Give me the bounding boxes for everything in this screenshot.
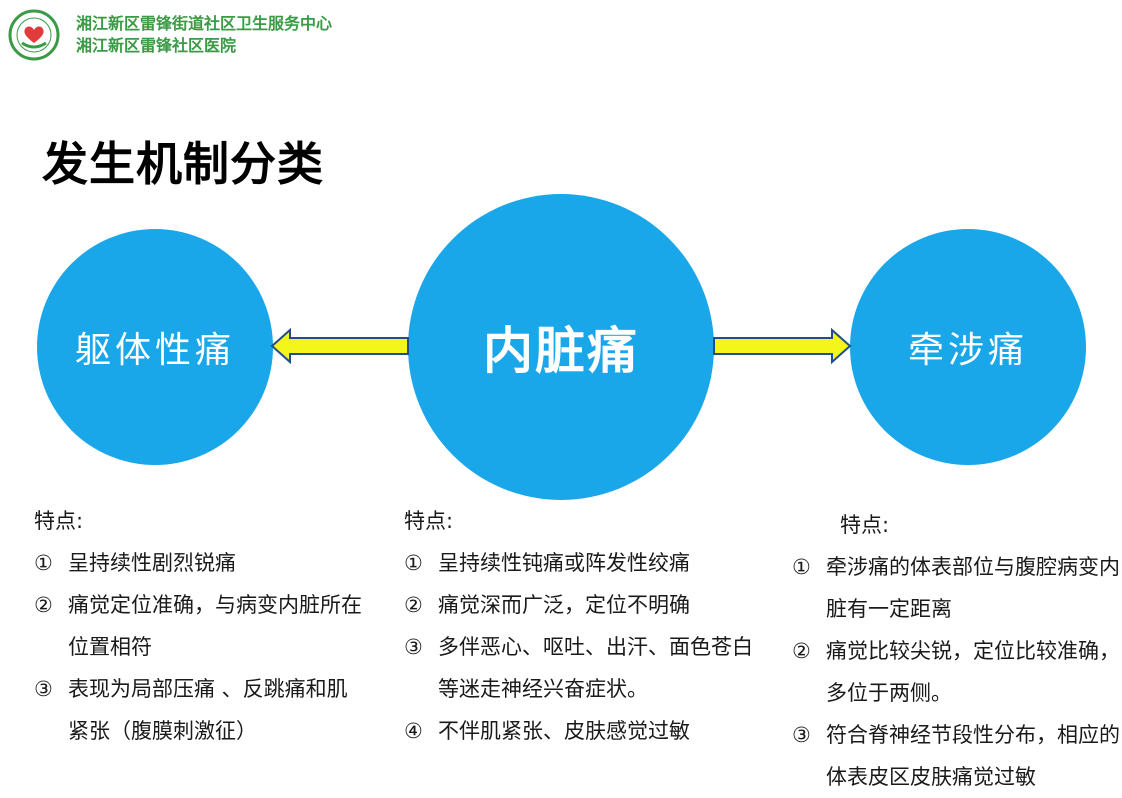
list-item: ④ 不伴肌紧张、皮肤感觉过敏 xyxy=(404,719,690,743)
list-item: ③ 表现为局部压痛 、反跳痛和肌紧张（腹膜刺激征） xyxy=(34,677,348,743)
somatic-features: 特点: ① 呈持续性剧烈锐痛 ② 痛觉定位准确，与病变内脏所在位置相符 ③ 表现… xyxy=(34,500,364,752)
list-item: ① 牵涉痛的体表部位与腹腔病变内脏有一定距离 xyxy=(792,555,1120,621)
page-title: 发生机制分类 xyxy=(42,137,324,191)
visceral-features: 特点: ① 呈持续性钝痛或阵发性绞痛 ② 痛觉深而广泛，定位不明确 ③ 多伴恶心… xyxy=(404,500,764,752)
referred-pain-label: 牵涉痛 xyxy=(907,330,1028,371)
list-item: ② 痛觉比较尖锐，定位比较准确，多位于两侧。 xyxy=(792,639,1120,705)
org-line-1: 湘江新区雷锋街道社区卫生服务中心 xyxy=(76,14,333,33)
somatic-pain-circle: 躯体性痛 xyxy=(37,229,273,465)
list-item: ① 呈持续性钝痛或阵发性绞痛 xyxy=(404,551,690,575)
visceral-pain-circle: 内脏痛 xyxy=(408,194,714,500)
features-heading: 特点: xyxy=(404,509,454,533)
list-item: ③ 多伴恶心、呕吐、出汗、面色苍白等迷走神经兴奋症状。 xyxy=(404,635,753,701)
arrow-right-icon xyxy=(713,327,852,365)
referred-pain-circle: 牵涉痛 xyxy=(850,229,1086,465)
organization-names: 湘江新区雷锋街道社区卫生服务中心 湘江新区雷锋社区医院 xyxy=(76,13,332,57)
community-health-logo-icon xyxy=(8,9,60,61)
somatic-pain-label: 躯体性痛 xyxy=(74,330,235,371)
list-item: ① 呈持续性剧烈锐痛 xyxy=(34,551,236,575)
features-heading: 特点: xyxy=(840,513,890,537)
referred-features: 特点: ① 牵涉痛的体表部位与腹腔病变内脏有一定距离 ② 痛觉比较尖锐，定位比较… xyxy=(792,504,1122,798)
visceral-pain-label: 内脏痛 xyxy=(483,322,639,380)
list-item: ② 痛觉深而广泛，定位不明确 xyxy=(404,593,690,617)
features-heading: 特点: xyxy=(34,509,84,533)
list-item: ③ 符合脊神经节段性分布，相应的体表皮区皮肤痛觉过敏 xyxy=(792,723,1120,789)
list-item: ② 痛觉定位准确，与病变内脏所在位置相符 xyxy=(34,593,362,659)
org-line-2: 湘江新区雷锋社区医院 xyxy=(76,36,237,55)
arrow-left-icon xyxy=(270,327,409,365)
